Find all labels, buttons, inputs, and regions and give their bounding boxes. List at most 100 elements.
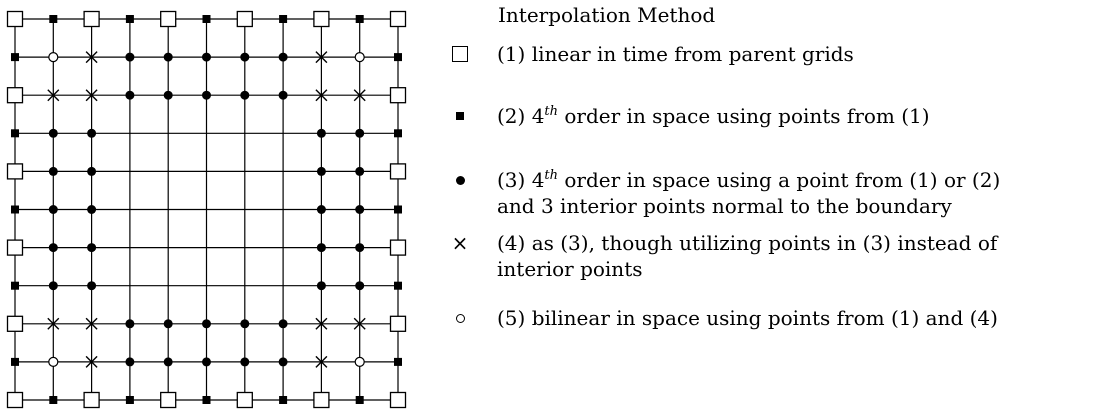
open-circle-point	[354, 356, 365, 367]
filled-square-point	[125, 15, 134, 23]
filled-circle-point	[87, 166, 97, 176]
filled-circle-point	[48, 243, 58, 253]
open-circle-point	[354, 51, 365, 63]
filled-circle-point	[355, 281, 365, 291]
cross-point	[85, 51, 98, 64]
filled-square-point	[279, 396, 288, 404]
open-square-point	[6, 163, 24, 180]
filled-square-point	[11, 129, 19, 138]
filled-circle-point	[125, 52, 135, 62]
grid-points	[6, 10, 407, 409]
cross-point	[85, 89, 98, 102]
filled-circle-point	[240, 90, 250, 100]
open-square-point	[6, 239, 24, 256]
open-square-point	[160, 10, 177, 28]
filled-square-icon	[456, 112, 464, 120]
filled-circle-point	[202, 319, 211, 329]
filled-circle-point	[316, 281, 326, 291]
filled-square-point	[202, 396, 211, 404]
filled-square-point	[279, 15, 288, 23]
cross-point	[85, 355, 98, 368]
open-square-point	[313, 10, 330, 28]
grid-lines	[14, 18, 399, 401]
filled-square-point	[394, 129, 402, 138]
open-circle-icon	[455, 313, 465, 323]
filled-circle-point	[316, 205, 326, 214]
filled-square-point	[49, 15, 58, 23]
open-square-point	[160, 391, 177, 409]
filled-circle-point	[278, 319, 288, 329]
filled-square-point	[11, 53, 19, 62]
filled-square-point	[394, 205, 402, 214]
cross-point	[47, 89, 60, 102]
open-square-point	[389, 163, 407, 180]
filled-square-point	[125, 396, 134, 404]
legend-title: Interpolation Method	[498, 3, 716, 27]
cross-point	[85, 317, 98, 330]
filled-circle-point	[125, 357, 135, 367]
filled-square-point	[355, 15, 364, 23]
filled-circle-point	[163, 52, 173, 62]
filled-square-point	[202, 15, 211, 23]
cross-point	[353, 89, 366, 102]
filled-square-point	[394, 357, 402, 366]
interpolation-grid	[6, 10, 407, 409]
filled-circle-point	[316, 166, 326, 176]
filled-circle-point	[87, 243, 97, 253]
open-square-point	[6, 391, 24, 409]
filled-circle-point	[355, 128, 365, 138]
filled-circle-point	[355, 205, 365, 214]
open-square-point	[389, 87, 407, 104]
cross-point	[353, 317, 366, 330]
filled-square-point	[11, 357, 19, 366]
legend-item-line: (2) 4th order in space using points from…	[497, 104, 930, 128]
filled-circle-point	[125, 90, 135, 100]
filled-circle-point	[240, 319, 250, 329]
cross-point	[47, 317, 60, 330]
cross-point	[315, 355, 328, 368]
filled-circle-point	[202, 52, 211, 62]
filled-circle-point	[240, 52, 250, 62]
open-square-point	[83, 391, 100, 409]
open-square-point	[389, 315, 407, 332]
filled-circle-point	[240, 357, 250, 367]
open-square-point	[389, 239, 407, 256]
filled-circle-point	[163, 319, 173, 329]
filled-circle-point	[278, 90, 288, 100]
filled-circle-point	[48, 166, 58, 176]
cross-point	[315, 89, 328, 102]
legend-item-line: (1) linear in time from parent grids	[497, 42, 854, 66]
open-circle-point	[48, 51, 59, 63]
cross-point	[315, 51, 328, 64]
filled-circle-point	[48, 205, 58, 214]
filled-square-point	[355, 396, 364, 404]
open-square-point	[389, 10, 407, 28]
filled-square-point	[11, 281, 19, 290]
filled-circle-point	[202, 357, 211, 367]
filled-square-point	[394, 53, 402, 62]
filled-circle-point	[202, 90, 211, 100]
filled-circle-point	[163, 357, 173, 367]
legend-item-line: (3) 4th order in space using a point fro…	[497, 168, 1001, 192]
open-square-point	[236, 10, 253, 28]
legend-item-line: and 3 interior points normal to the boun…	[497, 194, 952, 218]
filled-square-point	[49, 396, 58, 404]
filled-circle-point	[278, 357, 288, 367]
filled-circle-point	[87, 281, 97, 291]
open-square-icon	[452, 46, 468, 62]
open-square-point	[83, 10, 100, 28]
open-square-point	[236, 391, 253, 409]
cross-icon: ×	[451, 231, 469, 255]
legend-item-line: (5) bilinear in space using points from …	[497, 306, 998, 330]
filled-circle-point	[316, 243, 326, 253]
filled-circle-point	[163, 90, 173, 100]
filled-circle-point	[87, 128, 97, 138]
filled-circle-point	[87, 205, 97, 214]
filled-circle-point	[316, 128, 326, 138]
cross-point	[315, 317, 328, 330]
filled-circle-point	[355, 243, 365, 253]
filled-circle-icon	[455, 175, 465, 185]
filled-circle-point	[355, 166, 365, 176]
filled-circle-point	[48, 281, 58, 291]
open-square-point	[6, 87, 24, 104]
